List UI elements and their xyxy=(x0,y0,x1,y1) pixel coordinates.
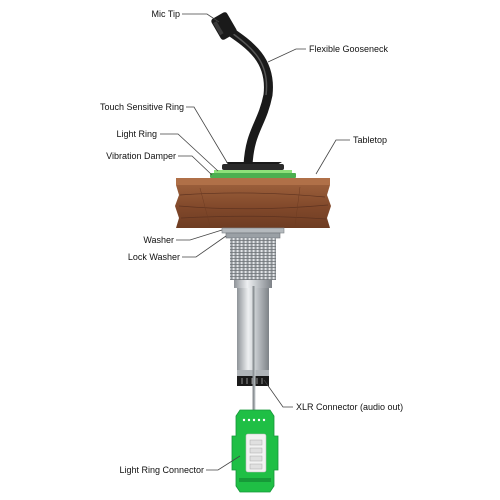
lock-washer xyxy=(225,232,281,239)
label-light-ring-connector: Light Ring Connector xyxy=(119,465,204,475)
tabletop xyxy=(175,178,331,228)
label-tabletop: Tabletop xyxy=(353,135,387,145)
label-xlr-connector: XLR Connector (audio out) xyxy=(296,402,403,412)
label-light-ring: Light Ring xyxy=(116,129,157,139)
mic-tip xyxy=(211,12,237,40)
leader-touch-sensitive-ring xyxy=(186,106,229,165)
label-flexible-gooseneck: Flexible Gooseneck xyxy=(309,44,389,54)
leader-xlr-connector xyxy=(263,379,293,408)
label-mic-tip: Mic Tip xyxy=(151,9,180,19)
touch-sensitive-ring xyxy=(222,164,284,170)
washer xyxy=(221,227,285,234)
light-ring xyxy=(214,170,292,173)
label-lock-washer: Lock Washer xyxy=(128,252,180,262)
leader-light-ring-connector xyxy=(206,455,241,471)
gooseneck-highlight xyxy=(231,32,268,96)
leader-vibration-damper xyxy=(178,155,213,176)
leader-washer xyxy=(176,229,223,241)
vibration-damper xyxy=(210,173,296,178)
label-vibration-damper: Vibration Damper xyxy=(106,151,176,161)
light-ring-connector-pcb xyxy=(231,409,279,493)
threaded-shaft xyxy=(230,238,276,280)
gooseneck xyxy=(223,25,273,170)
leader-tabletop xyxy=(315,139,350,175)
label-touch-sensitive-ring: Touch Sensitive Ring xyxy=(100,102,184,112)
leader-mic-tip xyxy=(182,13,220,23)
leader-light-ring xyxy=(160,133,219,172)
label-washer: Washer xyxy=(143,235,174,245)
leader-flexible-gooseneck xyxy=(267,48,306,63)
shaft-collar xyxy=(234,280,272,288)
leader-lock-washer xyxy=(182,235,227,258)
